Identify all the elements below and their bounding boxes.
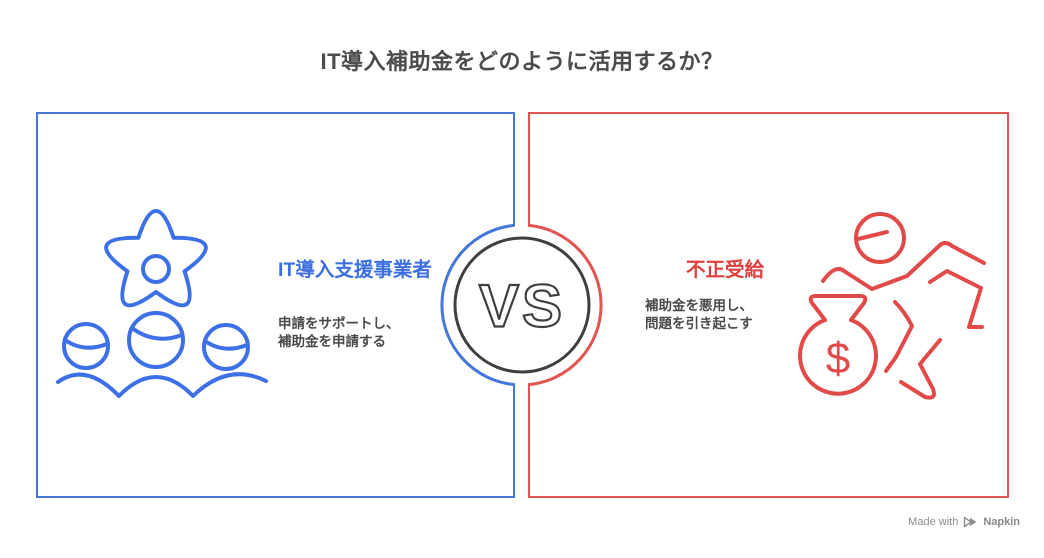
vs-inner-ring [453,236,591,374]
vs-ring-red-half [527,223,603,387]
right-description-line2: 問題を引き起こす [645,315,753,331]
vs-medallion: VS [440,223,603,387]
left-description: 申請をサポートし、 補助金を申請する [278,315,400,350]
napkin-logo-icon [964,516,977,528]
vs-ring-blue-half [440,223,516,387]
vs-background-circle [442,225,602,385]
right-heading: 不正受給 [686,259,765,281]
right-description: 補助金を悪用し、 問題を引き起こす [645,297,753,332]
right-description-line1: 補助金を悪用し、 [645,298,753,313]
napkin-brand-text: Napkin [983,516,1020,528]
it-support-team-icon [56,208,268,398]
vs-label: VS [479,273,565,340]
page-title: IT導入補助金をどのように活用するか？ [320,49,724,74]
dollar-symbol: $ [826,334,850,383]
made-with-napkin-badge[interactable]: Made with Napkin [908,516,1020,528]
made-with-text: Made with [908,516,959,528]
fraud-money-runner-icon: $ [798,212,986,400]
running-person-icon [821,212,986,400]
left-heading: IT導入支援事業者 [278,259,432,281]
people-icon [56,311,268,398]
gear-icon [104,208,208,308]
left-description-line2: 補助金を申請する [278,333,386,349]
money-bag-icon [798,294,878,396]
left-description-line1: 申請をサポートし、 [278,316,400,331]
